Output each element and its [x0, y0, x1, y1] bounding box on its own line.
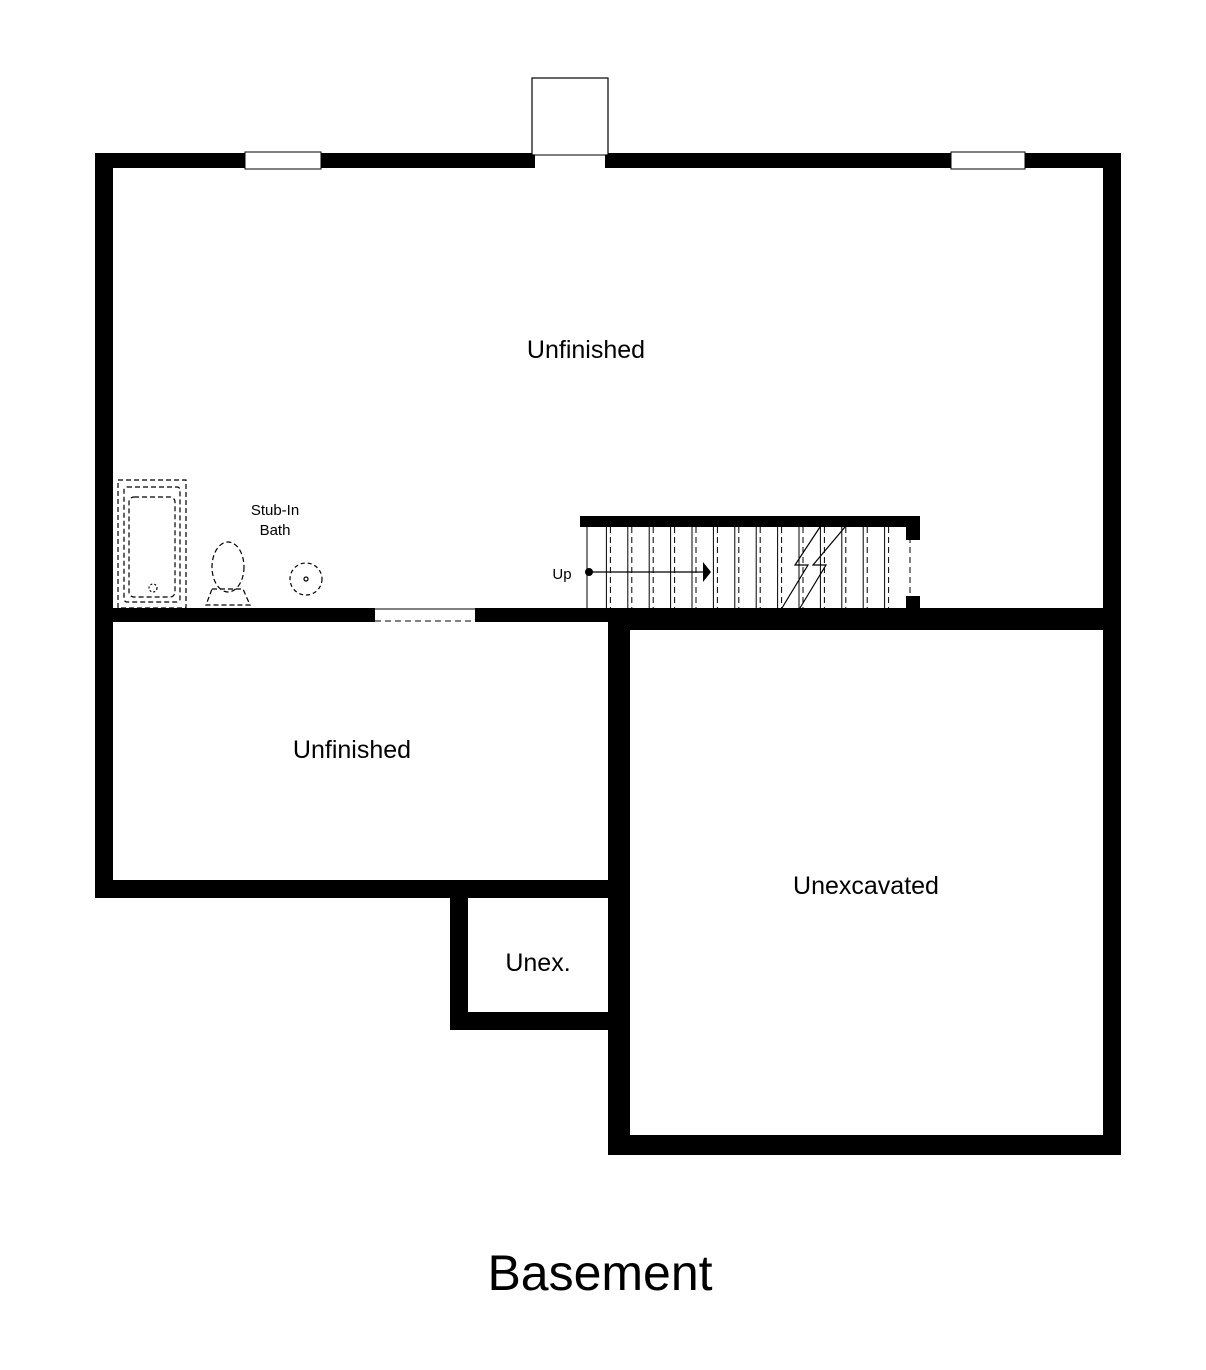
up-arrow-icon	[585, 562, 711, 582]
unex-bottom-wall	[450, 1012, 610, 1030]
room-label-lower-left: Unfinished	[293, 736, 411, 764]
lower-left-bottom-wall	[95, 880, 610, 898]
room-label-right: Unexcavated	[793, 872, 939, 900]
stair-break-icon	[781, 526, 846, 609]
window-left	[244, 151, 322, 170]
bath-label-line2: Bath	[260, 522, 291, 539]
plan-title: Basement	[487, 1245, 712, 1301]
room-label-upper: Unfinished	[527, 336, 645, 364]
window-right	[950, 151, 1026, 170]
bathtub-icon	[117, 479, 187, 609]
bump-out-opening	[535, 150, 605, 170]
bump-out	[531, 77, 609, 156]
middle-wall-left	[95, 608, 610, 622]
stairs-up-label: Up	[552, 566, 571, 583]
left-wall	[95, 153, 113, 898]
bath-label-line1: Stub-In	[251, 502, 299, 519]
staircase	[580, 516, 920, 610]
sink-icon	[289, 562, 323, 596]
door-opening	[375, 606, 475, 623]
unexcavated-bottom-wall	[608, 1135, 1121, 1155]
room-label-small: Unex.	[505, 949, 570, 977]
windows	[244, 77, 1026, 170]
walls	[95, 153, 1121, 1155]
toilet-icon	[205, 541, 251, 606]
unexcavated-left-wall	[608, 608, 630, 1155]
middle-wall-right	[608, 608, 1121, 630]
top-wall	[95, 153, 1121, 168]
unex-left-wall	[450, 880, 468, 1030]
right-wall	[1103, 153, 1121, 1155]
